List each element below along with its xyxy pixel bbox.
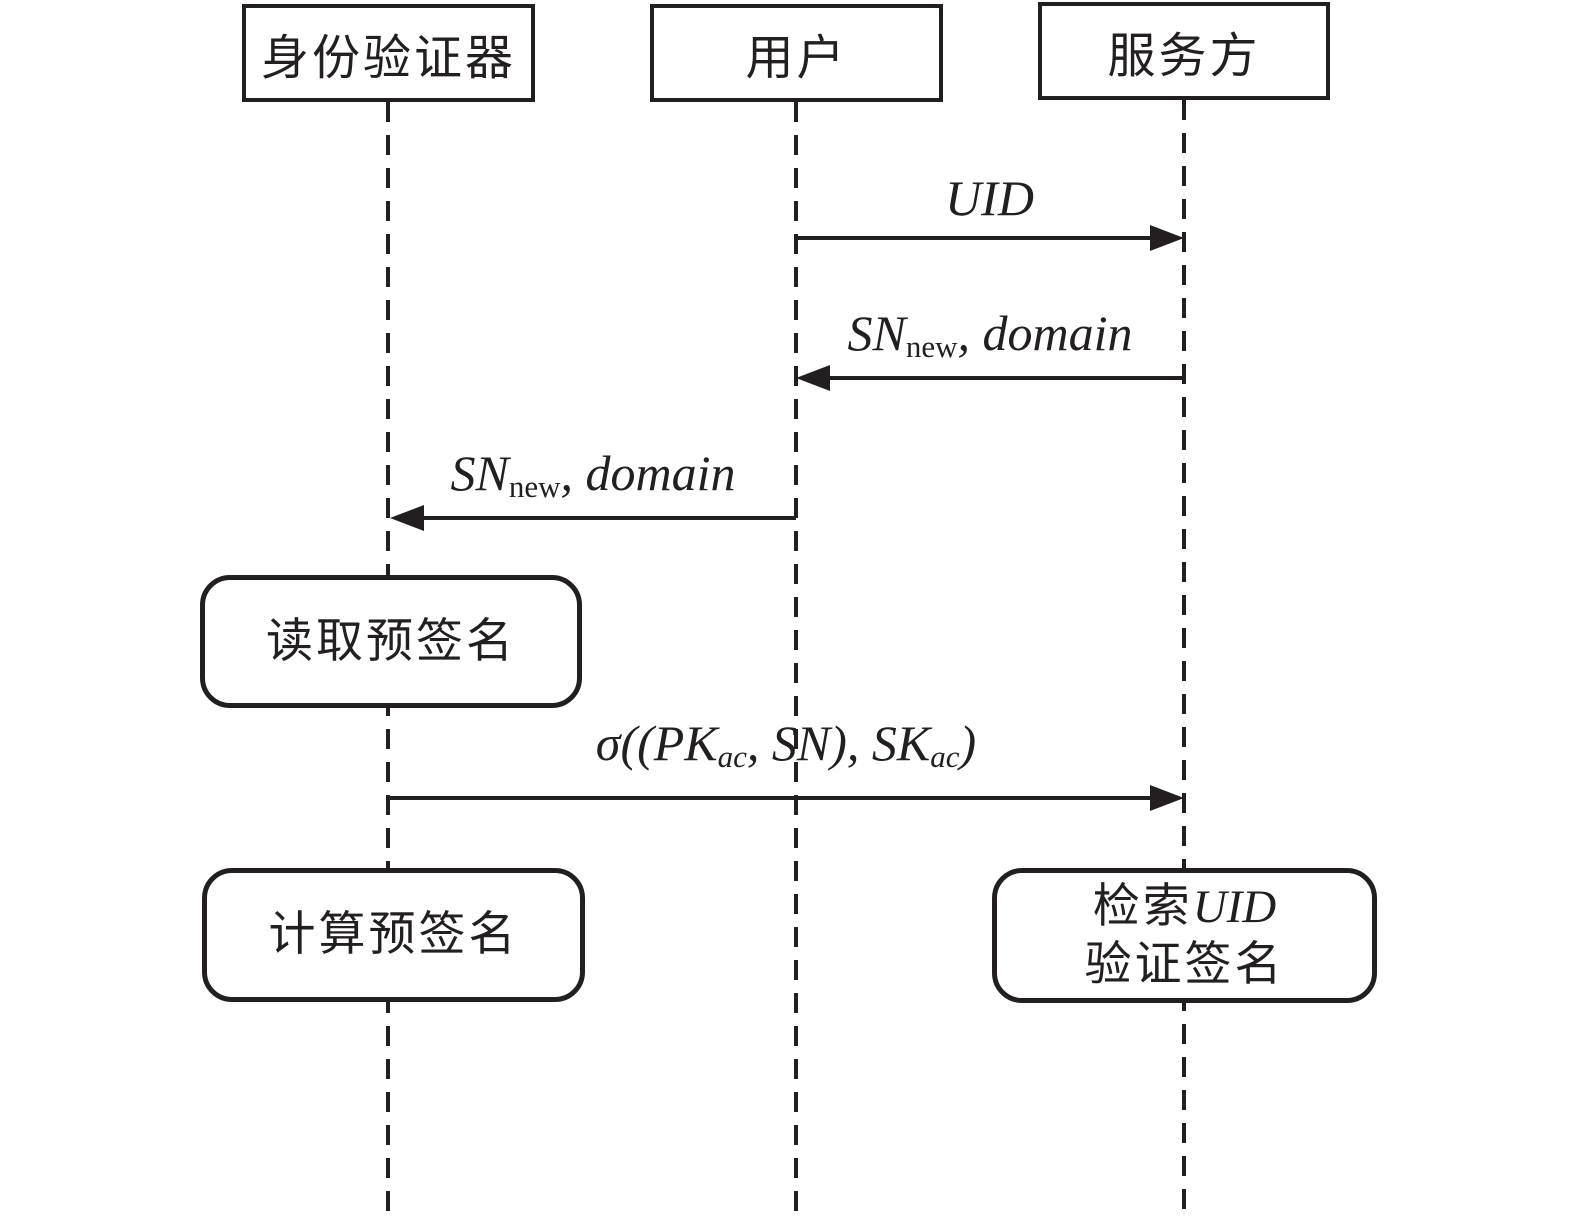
actor-server-label: 服务方 <box>1107 30 1261 83</box>
arrowhead-right-icon <box>1150 225 1184 251</box>
message-line-uid <box>795 236 1152 240</box>
process-read-presignature-label: 读取预签名 <box>266 615 516 668</box>
message-label-snnew-domain-2: SNnew, domain <box>450 445 736 505</box>
arrowhead-left-icon <box>796 365 830 391</box>
lifeline-server <box>1182 100 1186 1217</box>
actor-user-label: 用户 <box>745 32 848 85</box>
actor-user: 用户 <box>650 4 943 102</box>
message-label-snnew-domain-1: SNnew, domain <box>847 305 1133 365</box>
arrowhead-right-icon <box>1150 785 1184 811</box>
process-verify-signature-line: 验证签名 <box>1084 938 1285 991</box>
process-retrieve-uid-line: 检索UID <box>1092 880 1277 933</box>
actor-authenticator-label: 身份验证器 <box>260 32 516 85</box>
message-line-snnew-domain-1 <box>828 376 1184 380</box>
process-read-presignature: 读取预签名 <box>200 575 582 708</box>
message-label-uid: UID <box>945 170 1034 226</box>
process-compute-presignature: 计算预签名 <box>202 868 585 1002</box>
message-label-sigma: σ((PKac, SN), SKac) <box>595 715 977 775</box>
message-line-sigma <box>388 796 1152 800</box>
actor-authenticator: 身份验证器 <box>242 4 535 102</box>
process-retrieve-uid-verify-signature: 检索UID 验证签名 <box>992 868 1377 1003</box>
message-line-snnew-domain-2 <box>422 516 796 520</box>
actor-server: 服务方 <box>1038 2 1330 100</box>
lifeline-user <box>794 102 798 1217</box>
arrowhead-left-icon <box>390 505 424 531</box>
process-compute-presignature-label: 计算预签名 <box>268 909 519 961</box>
